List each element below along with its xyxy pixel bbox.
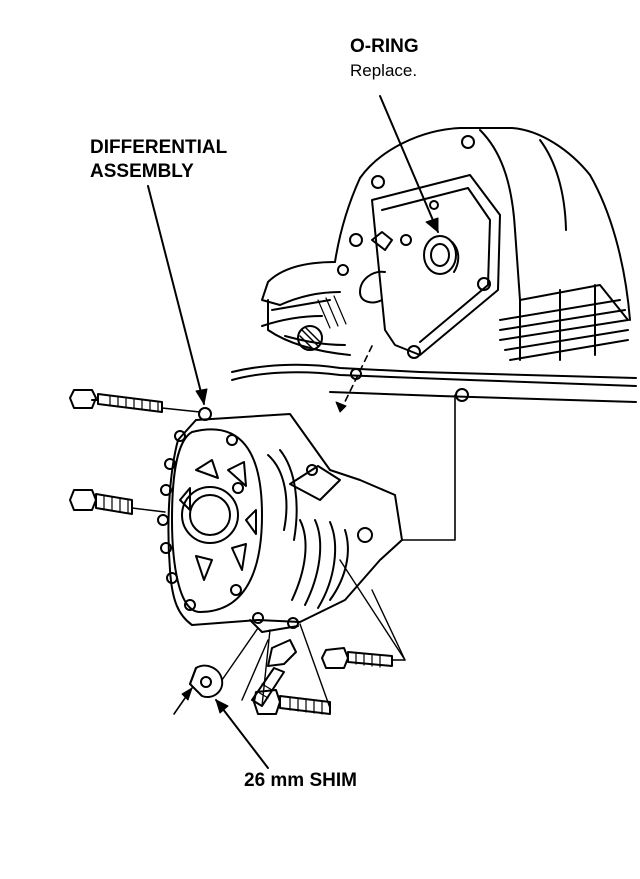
cover-bolt-hole bbox=[400, 234, 412, 246]
arrow-icon bbox=[215, 699, 269, 769]
bolt-icon bbox=[251, 639, 297, 707]
cover-bolt-hole bbox=[337, 264, 349, 276]
shim-label: 26 mm SHIM bbox=[244, 770, 357, 791]
cover-bolt-hole bbox=[371, 175, 385, 189]
bolt-icon bbox=[69, 389, 201, 413]
arrow-icon bbox=[379, 95, 439, 233]
cover-bolt-hole bbox=[461, 135, 475, 149]
cover-bolt-hole bbox=[349, 233, 363, 247]
o-ring-icon bbox=[423, 235, 457, 275]
differential-label-line2: ASSEMBLY bbox=[90, 161, 194, 182]
transmission-case bbox=[231, 127, 637, 403]
arrow-icon bbox=[147, 185, 205, 405]
o-ring-note: Replace. bbox=[350, 61, 418, 80]
differential-label-line1: DIFFERENTIAL bbox=[90, 137, 228, 158]
bolt-icon bbox=[321, 647, 393, 669]
bolt-icon bbox=[253, 689, 331, 715]
cover-bolt-hole bbox=[407, 345, 421, 359]
cover-bolt-hole bbox=[477, 277, 491, 291]
differential-assembly bbox=[157, 407, 403, 633]
bolt-icon bbox=[69, 489, 166, 515]
o-ring-label: O-RING bbox=[350, 36, 419, 57]
shim-icon bbox=[189, 664, 224, 698]
